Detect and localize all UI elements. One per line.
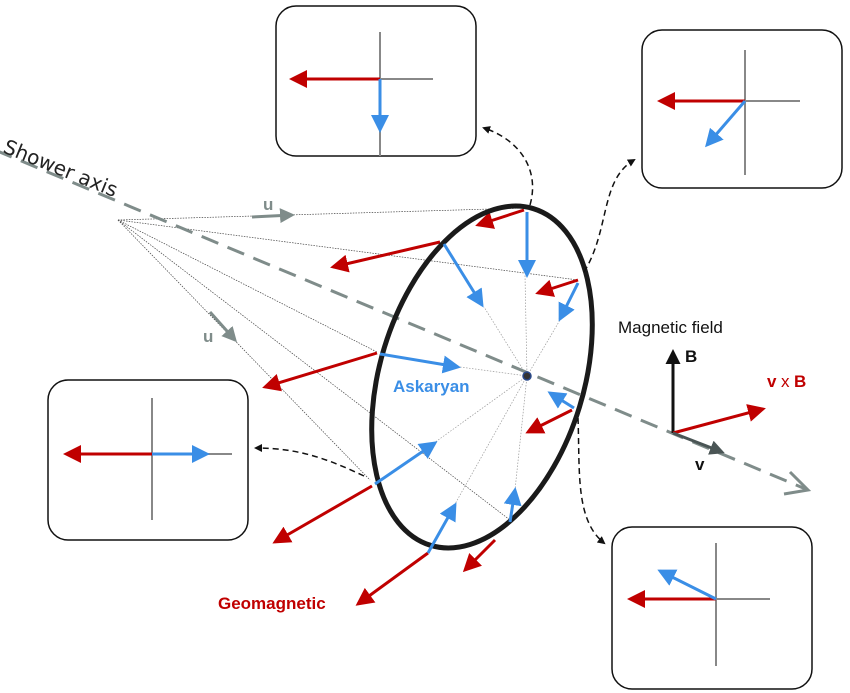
- ellipse-center-rays: [433, 274, 561, 505]
- shower-axis-line: [0, 150, 809, 492]
- shower-axis-arrowhead: [783, 470, 812, 496]
- magnetic-field-label: Magnetic field: [618, 318, 723, 337]
- inset-top-right: [641, 29, 843, 189]
- inset-left: [47, 379, 249, 541]
- askaryan-label: Askaryan: [393, 377, 470, 396]
- askaryan-arrows: [374, 212, 580, 554]
- u-label-top: u: [263, 195, 273, 214]
- u-arrow-left: [208, 311, 237, 343]
- inset-bottom-right: [611, 526, 813, 690]
- geomagnetic-label: Geomagnetic: [218, 594, 326, 613]
- svg-text:B: B: [794, 372, 806, 391]
- v-label: v: [695, 455, 705, 474]
- vxB-arrow: [672, 404, 766, 435]
- emission-rays: [117, 207, 579, 521]
- u-arrow-top: [251, 208, 295, 224]
- ring-ellipse: [369, 203, 595, 551]
- B-label: B: [685, 347, 697, 366]
- v-arrow: [672, 431, 725, 455]
- svg-text:v: v: [767, 372, 777, 391]
- shower-core-marker: [522, 371, 532, 381]
- geomagnetic-arrows: [262, 208, 579, 606]
- shower-axis-label: Shower axis: [0, 134, 121, 202]
- inset-connectors: [254, 126, 636, 545]
- svg-text:x: x: [781, 372, 790, 391]
- u-label-left: u: [203, 327, 213, 346]
- vxB-label: v x B: [767, 372, 806, 391]
- inset-top: [275, 5, 477, 157]
